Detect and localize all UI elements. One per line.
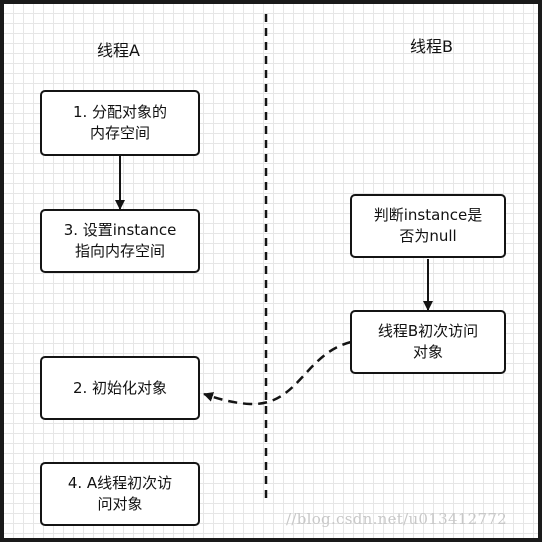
lane-title-thread-b: 线程B	[410, 37, 453, 56]
watermark-text: //blog.csdn.net/u013412772	[286, 510, 508, 528]
edge-b2-to-a2	[203, 340, 352, 406]
node-init-object: 2. 初始化对象	[40, 356, 200, 420]
node-set-instance: 3. 设置instance 指向内存空间	[40, 209, 200, 273]
node-allocate-memory: 1. 分配对象的 内存空间	[40, 90, 200, 156]
node-thread-b-access: 线程B初次访问 对象	[350, 310, 506, 374]
node-thread-a-access: 4. A线程初次访 问对象	[40, 462, 200, 526]
node-check-null: 判断instance是 否为null	[350, 194, 506, 258]
lane-title-thread-a: 线程A	[97, 41, 140, 60]
